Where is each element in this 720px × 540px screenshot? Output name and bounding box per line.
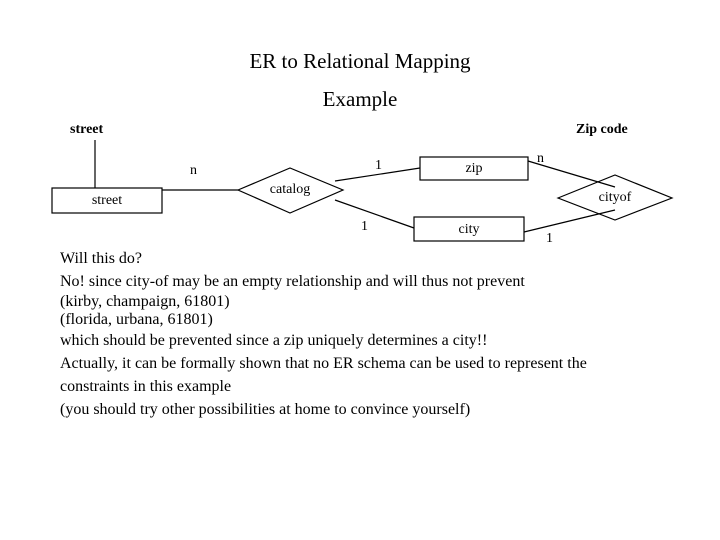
note-line: No! since city-of may be an empty relati… [60,273,525,290]
notes-block: Will this do? No! since city-of may be an… [60,247,700,421]
attribute-label-street: street [70,122,104,137]
relationship-label-catalog: catalog [269,182,311,197]
entity-label-city: city [458,221,480,237]
note-line: (you should try other possibilities at h… [60,401,471,418]
cardinality-catalog-city: 1 [361,219,368,234]
cardinality-zip-cityof: n [537,151,544,166]
page-subtitle: Example [322,87,398,111]
cardinality-catalog-zip: 1 [375,158,382,173]
connector-catalog-city [334,199,415,229]
note-line: (kirby, champaign, 61801) [60,293,230,310]
entity-label-zip: zip [465,161,483,176]
cardinality-street-catalog: n [190,163,197,178]
attribute-label-zip-code: Zip code [576,122,628,137]
note-line: which should be prevented since a zip un… [60,332,488,349]
cardinality-city-cityof: 1 [546,231,553,246]
page-title: ER to Relational Mapping [249,49,471,73]
relationship-label-cityof: cityof [598,190,632,205]
entity-label-street: street [91,193,123,208]
note-line: Actually, it can be formally shown that … [60,355,587,372]
note-line: (florida, urbana, 61801) [60,311,213,328]
note-line: Will this do? [60,250,143,267]
connector-city-cityof [523,209,616,233]
note-line: constraints in this example [60,378,232,395]
